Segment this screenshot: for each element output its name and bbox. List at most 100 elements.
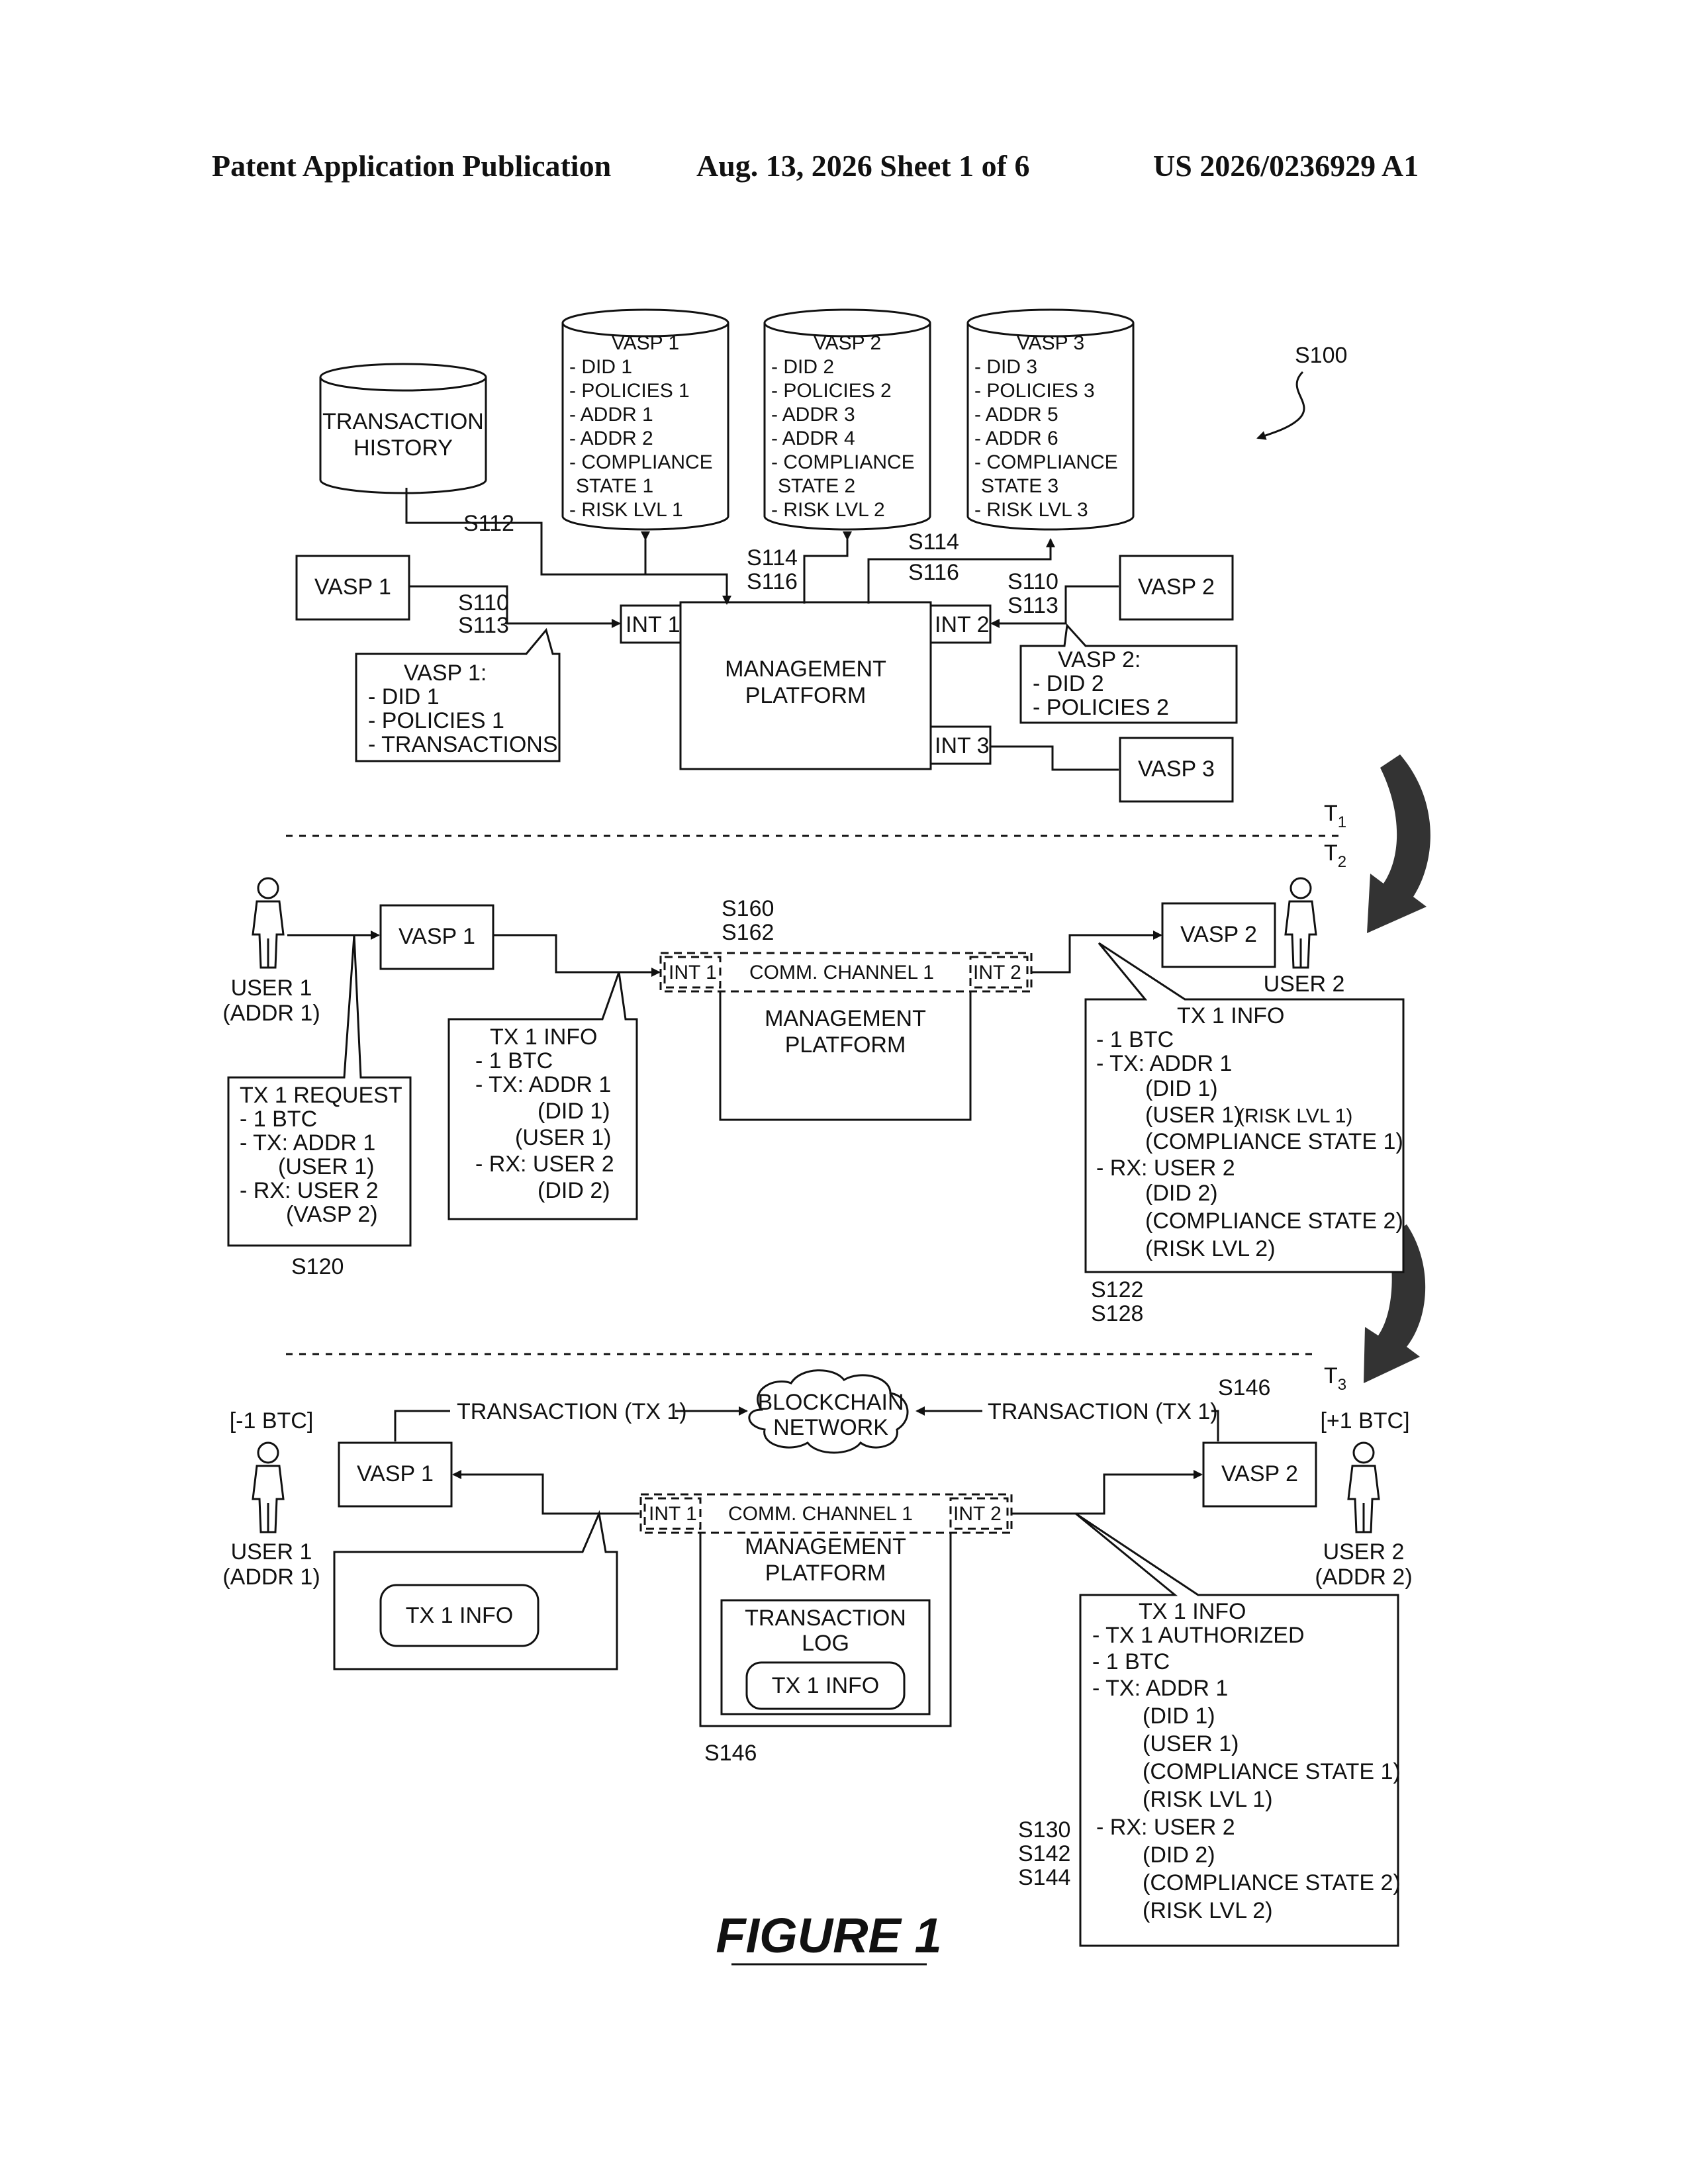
rx-info-line: TX 1 INFO	[1177, 1003, 1284, 1028]
int2-label: INT 2	[953, 1503, 1002, 1525]
user1-balance: [-1 BTC]	[230, 1408, 314, 1433]
ref-t3: T3	[1324, 1363, 1346, 1394]
platform-label: MANAGEMENT	[725, 657, 886, 682]
info-note-line: (DID 1)	[538, 1099, 610, 1124]
ref-s116: S116	[908, 560, 959, 585]
vasp2-label: VASP 2	[1180, 922, 1257, 947]
vasp2-note-line: VASP 2:	[1058, 647, 1141, 672]
user1-label: USER 1	[231, 976, 312, 1001]
request-note-line: - 1 BTC	[240, 1107, 317, 1132]
rx-info-line: (DID 1)	[1145, 1076, 1218, 1101]
vasp1-label: VASP 1	[399, 924, 475, 949]
auth-info-line: (RISK LVL 1)	[1143, 1787, 1273, 1812]
header-date-sheet: Aug. 13, 2026 Sheet 1 of 6	[696, 149, 1029, 183]
log-label: TRANSACTION	[745, 1606, 906, 1631]
rx-info-line: (COMPLIANCE STATE 2)	[1145, 1208, 1403, 1234]
history-db-line: TRANSACTION	[322, 409, 484, 434]
vasp1-to-int1-arrow	[409, 586, 620, 623]
user2-balance: [+1 BTC]	[1320, 1408, 1409, 1433]
vasp1-db-line: - COMPLIANCE	[569, 451, 713, 473]
header-publication-number: US 2026/0236929 A1	[1153, 149, 1419, 183]
rx-info-line: (DID 2)	[1145, 1181, 1218, 1206]
log-label: LOG	[802, 1631, 849, 1656]
auth-info-line: (DID 1)	[1143, 1704, 1215, 1729]
auth-info-line: (RISK LVL 2)	[1143, 1898, 1273, 1923]
ref-s160: S160	[722, 896, 774, 921]
rx-info-line: (RISK LVL 2)	[1145, 1236, 1276, 1261]
vasp2-note-line: - DID 2	[1033, 671, 1104, 696]
vasp1-db-line: - ADDR 1	[569, 404, 653, 426]
rx-info-line: - RX: USER 2	[1096, 1156, 1235, 1181]
vasp3-db-line: - RISK LVL 3	[974, 499, 1088, 521]
user1-person-icon	[253, 878, 283, 968]
int1-label: INT 1	[626, 612, 680, 637]
vasp1-tx1-info-label: TX 1 INFO	[406, 1603, 513, 1628]
ref-s114: S114	[747, 545, 798, 570]
user2-person-icon	[1286, 878, 1316, 968]
vasp3-db-line: - ADDR 5	[974, 404, 1058, 426]
ref-s110: S110	[458, 590, 509, 615]
channel-label: COMM. CHANNEL 1	[749, 962, 934, 983]
ref-s146: S146	[704, 1741, 757, 1766]
vasp3-db-title: VASP 3	[1017, 332, 1084, 354]
vasp1-note-line: - TRANSACTIONS	[368, 732, 558, 757]
vasp1-note-line: VASP 1:	[404, 660, 487, 686]
user1-address: (ADDR 1)	[222, 1565, 320, 1590]
vasp1-database: VASP 1 - DID 1 - POLICIES 1 - ADDR 1 - A…	[563, 310, 728, 529]
ref-s142: S142	[1018, 1841, 1070, 1866]
info-note-line: - 1 BTC	[475, 1048, 553, 1073]
channel-to-vasp2-arrow	[1031, 935, 1161, 972]
user2-label: USER 2	[1264, 972, 1345, 997]
platform-label: PLATFORM	[765, 1561, 886, 1586]
vasp2-db-title: VASP 2	[814, 332, 881, 354]
vasp2-db-line: - POLICIES 2	[771, 380, 892, 402]
request-note-line: (USER 1)	[278, 1154, 374, 1179]
ref-s100: S100	[1295, 343, 1347, 368]
vasp2-db-line: - DID 2	[771, 356, 834, 378]
ref-s113: S113	[1008, 593, 1058, 618]
vasp2-db-line: - COMPLIANCE	[771, 451, 915, 473]
log-tx1-info-label: TX 1 INFO	[772, 1673, 879, 1698]
platform-label: PLATFORM	[745, 683, 867, 708]
vasp1-label: VASP 1	[314, 574, 391, 600]
auth-info-line: (COMPLIANCE STATE 2)	[1143, 1870, 1401, 1895]
ref-s112: S112	[463, 511, 514, 536]
rx-info-line: (COMPLIANCE STATE 1)	[1145, 1129, 1403, 1154]
info-note-line: - TX: ADDR 1	[475, 1072, 611, 1097]
ref-t2: T2	[1324, 841, 1346, 871]
vasp2-db-link	[804, 539, 847, 604]
ref-s100-leader	[1258, 372, 1304, 438]
vasp2-db-line: - ADDR 3	[771, 404, 855, 426]
vasp3-db-line: - POLICIES 3	[974, 380, 1095, 402]
vasp1-note-line: - DID 1	[368, 684, 440, 709]
auth-info-line: (USER 1)	[1143, 1731, 1239, 1756]
user2-address: (ADDR 2)	[1315, 1565, 1412, 1590]
vasp1-db-line: - RISK LVL 1	[569, 499, 683, 521]
user1-address: (ADDR 1)	[222, 1001, 320, 1026]
ref-t1: T1	[1324, 801, 1346, 831]
channel-to-vasp2-arrow	[1011, 1475, 1201, 1514]
blockchain-label: BLOCKCHAIN	[757, 1390, 904, 1415]
request-note-line: - TX: ADDR 1	[240, 1130, 375, 1156]
auth-info-line: - 1 BTC	[1092, 1649, 1170, 1674]
user1-person-icon	[253, 1443, 283, 1532]
vasp3-db-line: - COMPLIANCE	[974, 451, 1118, 473]
vasp1-db-line: - DID 1	[569, 356, 632, 378]
auth-info-line: - TX 1 AUTHORIZED	[1092, 1623, 1305, 1648]
ref-s122: S122	[1091, 1277, 1143, 1302]
info-note-line: (DID 2)	[538, 1178, 610, 1203]
vasp3-db-line: - DID 3	[974, 356, 1037, 378]
channel-to-vasp1-arrow	[453, 1475, 639, 1514]
user2-person-icon	[1348, 1443, 1379, 1532]
ref-s110: S110	[1008, 569, 1058, 594]
platform-label: MANAGEMENT	[765, 1006, 926, 1031]
int3-label: INT 3	[935, 733, 990, 758]
vasp2-db-line: STATE 2	[778, 475, 855, 497]
auth-info-line: (COMPLIANCE STATE 1)	[1143, 1759, 1401, 1784]
int3-to-vasp3-link	[990, 747, 1119, 770]
vasp2-database: VASP 2 - DID 2 - POLICIES 2 - ADDR 3 - A…	[765, 310, 930, 529]
int2-label: INT 2	[973, 962, 1021, 983]
int2-label: INT 2	[935, 612, 990, 637]
vasp2-label: VASP 2	[1138, 574, 1215, 600]
